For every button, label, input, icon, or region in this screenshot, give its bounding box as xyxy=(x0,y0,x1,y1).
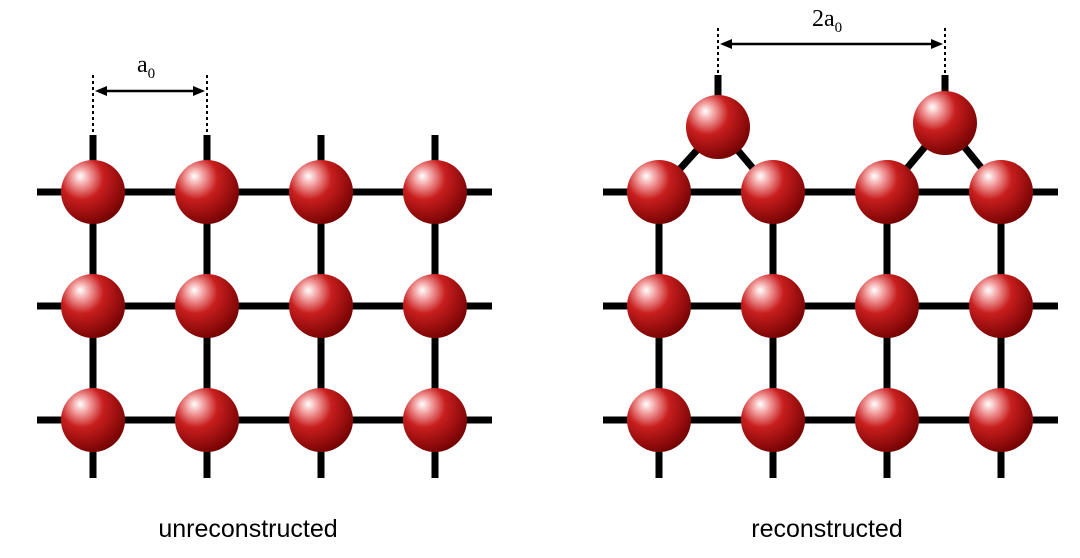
atom-right-r2-c1 xyxy=(627,274,691,338)
atom-left-r1-c3 xyxy=(289,160,353,224)
lattice-constant-label: a0 xyxy=(137,52,155,82)
atom-left-r2-c4 xyxy=(403,274,467,338)
reconstructed-period-base: 2a xyxy=(812,6,835,32)
atom-left-r2-c2 xyxy=(175,274,239,338)
atom-left-r3-c3 xyxy=(289,388,353,452)
adatom-2 xyxy=(913,91,977,155)
adatom-1 xyxy=(686,95,750,159)
lattice-constant-subscript: 0 xyxy=(148,66,156,82)
atom-right-r2-c2 xyxy=(741,274,805,338)
dim-arrowhead-left-start xyxy=(95,86,107,96)
dim-arrowhead-right-end xyxy=(931,39,943,49)
atom-left-r3-c2 xyxy=(175,388,239,452)
atom-right-r2-c4 xyxy=(969,274,1033,338)
reconstructed-period-label: 2a0 xyxy=(812,6,842,36)
atom-left-r2-c1 xyxy=(61,274,125,338)
dim-arrowhead-right-start xyxy=(720,39,732,49)
atom-left-r3-c1 xyxy=(61,388,125,452)
reconstructed-period-subscript: 0 xyxy=(835,20,843,36)
atom-right-r3-c4 xyxy=(969,388,1033,452)
caption-unreconstructed: unreconstructed xyxy=(158,515,338,543)
atom-right-r1-c1 xyxy=(627,160,691,224)
atom-left-r1-c1 xyxy=(61,160,125,224)
atom-right-r1-c2 xyxy=(741,160,805,224)
caption-reconstructed: reconstructed xyxy=(751,515,903,543)
atom-right-r3-c3 xyxy=(855,388,919,452)
dim-arrowhead-left-end xyxy=(193,86,205,96)
atom-right-r1-c4 xyxy=(969,160,1033,224)
atom-right-r3-c1 xyxy=(627,388,691,452)
atom-left-r1-c2 xyxy=(175,160,239,224)
atom-right-r3-c2 xyxy=(741,388,805,452)
atom-right-r1-c3 xyxy=(855,160,919,224)
atom-left-r2-c3 xyxy=(289,274,353,338)
dimension-markers xyxy=(92,28,946,135)
atom-left-r3-c4 xyxy=(403,388,467,452)
atom-right-r2-c3 xyxy=(855,274,919,338)
atoms-layer xyxy=(61,91,1033,452)
lattice-constant-base: a xyxy=(137,52,148,78)
atom-left-r1-c4 xyxy=(403,160,467,224)
